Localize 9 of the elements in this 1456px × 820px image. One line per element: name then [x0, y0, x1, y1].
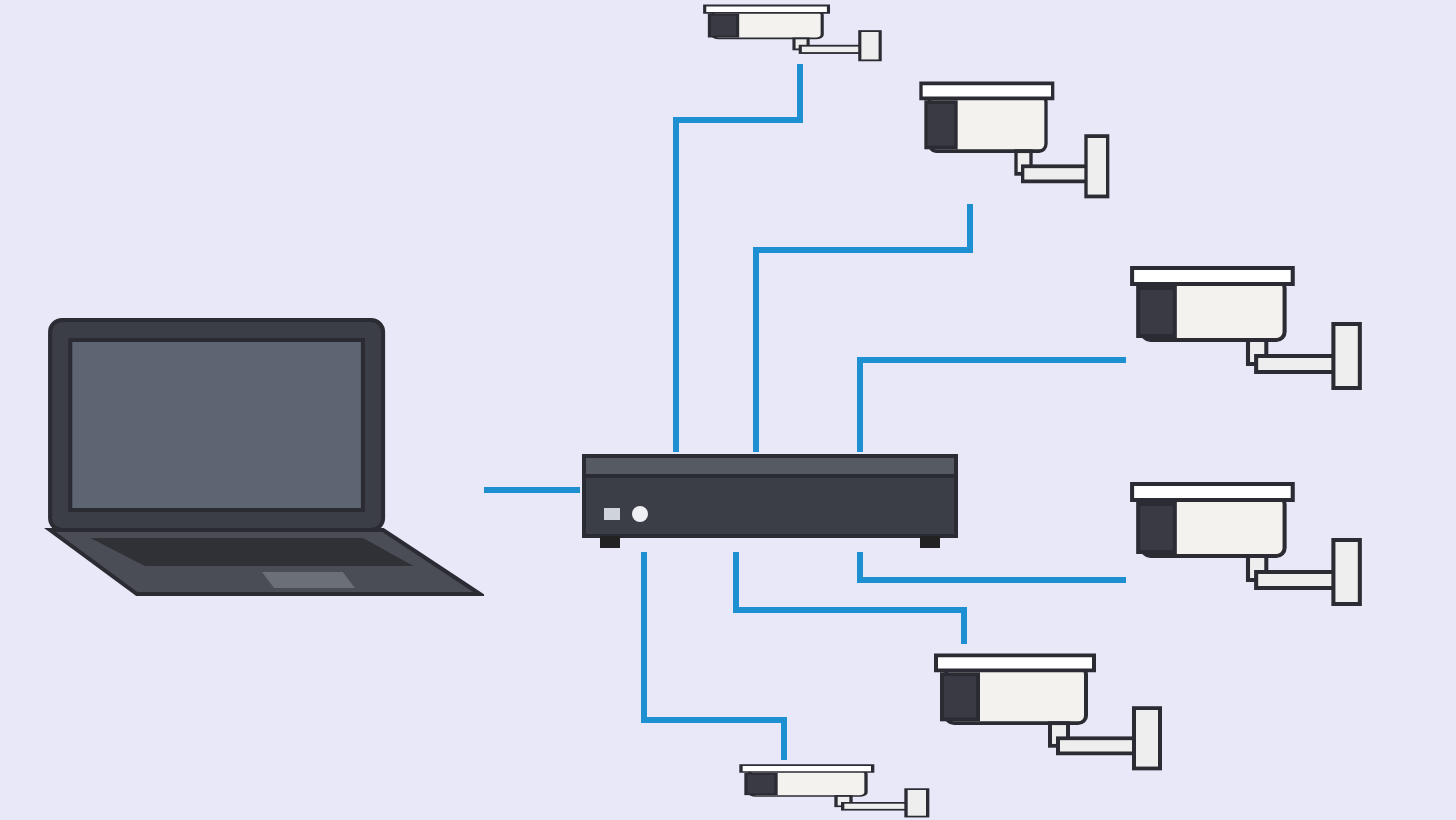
- cable: [733, 552, 967, 644]
- cable: [753, 204, 973, 452]
- cable: [673, 64, 803, 452]
- cable: [857, 357, 1126, 452]
- cable: [857, 552, 1126, 583]
- security-camera-drawing: [700, 0, 888, 64]
- cable: [641, 552, 787, 760]
- video-recorder-drawing: [580, 452, 960, 552]
- cable: [484, 487, 580, 493]
